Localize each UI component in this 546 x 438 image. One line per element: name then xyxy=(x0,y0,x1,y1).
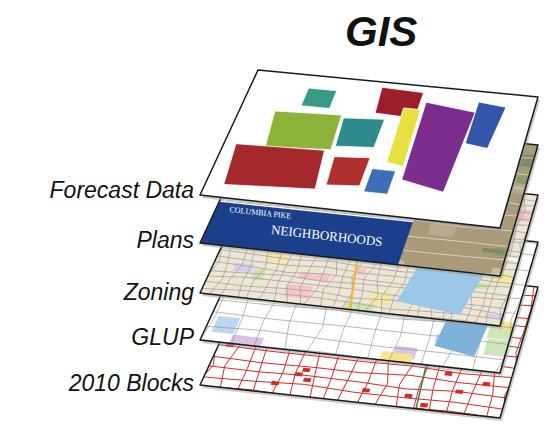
map-area xyxy=(362,388,371,393)
map-area xyxy=(302,368,311,373)
map-area xyxy=(224,144,325,189)
map-area xyxy=(212,316,241,334)
map-area xyxy=(404,394,413,399)
map-area xyxy=(387,108,421,167)
map-area xyxy=(482,248,505,254)
map-area xyxy=(482,382,491,387)
map-area xyxy=(335,118,384,148)
map-line xyxy=(204,377,503,409)
layer-ground xyxy=(200,70,538,228)
map-area xyxy=(491,268,521,279)
map-area xyxy=(455,389,464,394)
map-area xyxy=(294,372,303,377)
layer-label: Plans xyxy=(136,226,194,254)
map-area xyxy=(301,88,337,109)
map-area xyxy=(271,381,280,386)
map-area xyxy=(355,268,367,276)
map-area xyxy=(444,371,453,376)
layer-border xyxy=(200,70,538,228)
forecast-layer xyxy=(200,70,538,228)
layer-label: Zoning xyxy=(124,278,194,306)
map-area xyxy=(265,111,342,150)
map-area xyxy=(227,335,264,351)
map-area xyxy=(326,157,370,186)
map-area xyxy=(465,102,506,148)
layer-label: Forecast Data xyxy=(50,176,194,204)
title: GIS xyxy=(345,8,417,56)
map-area xyxy=(303,378,312,383)
map-area xyxy=(364,169,396,195)
map-area xyxy=(483,338,517,357)
layer-label: 2010 Blocks xyxy=(69,369,194,397)
layer-label: GLUP xyxy=(131,323,194,351)
map-area xyxy=(420,403,429,408)
